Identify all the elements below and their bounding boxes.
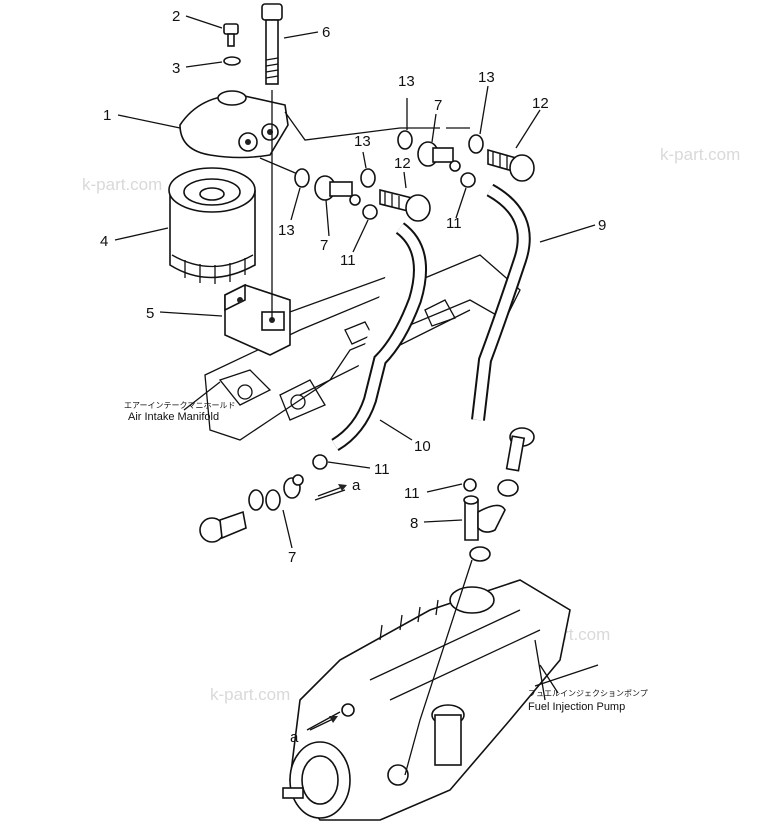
connector-7-part — [314, 175, 361, 206]
washer-3-part — [223, 56, 241, 66]
washer-part — [469, 546, 491, 562]
callout-10: 10 — [414, 438, 431, 455]
callout-11: 11 — [404, 485, 420, 502]
elbow-connector-8-part — [463, 495, 506, 541]
assembly-line — [259, 157, 301, 176]
callout-11: 11 — [446, 215, 462, 232]
callout-4: 4 — [100, 233, 108, 250]
callout-13: 13 — [354, 133, 371, 150]
leader-lines — [114, 15, 599, 731]
connector-7-part — [417, 141, 461, 172]
callout-11: 11 — [374, 461, 390, 478]
assembly-line — [284, 111, 440, 141]
callout-a: a — [352, 477, 361, 494]
washer-part — [497, 479, 519, 497]
callout-13: 13 — [398, 73, 415, 90]
callout-5: 5 — [146, 305, 154, 322]
callout-7: 7 — [434, 97, 442, 114]
manifold-label-en: Air Intake Manifold — [128, 411, 219, 423]
callout-13: 13 — [278, 222, 295, 239]
callout-a: a — [290, 729, 299, 746]
callout-11: 11 — [340, 252, 356, 269]
hollow-bolt-12-part — [487, 148, 535, 182]
callout-13: 13 — [478, 69, 495, 86]
hollow-bolt-12-part — [379, 188, 431, 222]
callout-6: 6 — [322, 24, 330, 41]
callout-2: 2 — [172, 8, 180, 25]
arrow-head — [338, 484, 347, 491]
gasket-13-part — [360, 168, 376, 188]
callout-7: 7 — [320, 237, 328, 254]
bolt-2-part — [223, 23, 239, 47]
pump-label-jp: フュエルインジェクションポンプ — [528, 689, 648, 698]
clamp-11-part — [312, 454, 328, 470]
flow-arrow — [309, 717, 336, 731]
gasket-13-part — [468, 134, 484, 154]
hollow-bolt-part — [505, 427, 535, 472]
callout-8: 8 — [410, 515, 418, 532]
watermark: k-part.com — [210, 685, 290, 704]
callout-12: 12 — [394, 155, 411, 172]
arrow-head — [329, 716, 338, 723]
washer-part — [248, 489, 264, 511]
filter-cartridge-part — [168, 167, 256, 284]
bracket-part — [224, 283, 291, 356]
bolt-part — [199, 510, 247, 543]
clamp-11-part — [362, 204, 378, 220]
manifold-label-jp: エアーインテークマニホールド — [124, 401, 236, 410]
pump-label-en: Fuel Injection Pump — [528, 701, 625, 713]
callout-7: 7 — [288, 549, 296, 566]
assembly-line — [404, 559, 473, 776]
watermark: k-part.com — [660, 145, 740, 164]
watermark: k-part.com — [82, 175, 162, 194]
filter-head-part — [179, 90, 289, 159]
callout-3: 3 — [172, 60, 180, 77]
clamp-11-part — [463, 478, 477, 492]
callout-1: 1 — [103, 107, 111, 124]
connector-7-part — [265, 474, 304, 511]
bolt-6-part — [261, 3, 283, 85]
callout-9: 9 — [598, 217, 606, 234]
gasket-13-part — [294, 168, 310, 188]
gasket-13-part — [397, 130, 413, 150]
fuel-injection-pump — [282, 579, 571, 821]
clamp-11-part — [460, 172, 476, 188]
callout-12: 12 — [532, 95, 549, 112]
